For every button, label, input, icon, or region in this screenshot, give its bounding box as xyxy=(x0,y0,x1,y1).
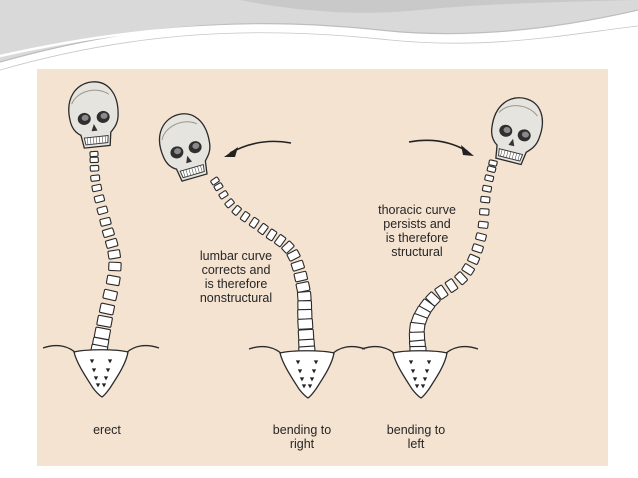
vertebra-icon xyxy=(210,176,220,186)
spine-figure xyxy=(42,81,543,399)
sacrum-icon xyxy=(42,344,160,398)
annotation-thoracic: thoracic curve persists and is therefore… xyxy=(378,203,456,259)
vertebra-icon xyxy=(475,232,487,242)
vertebra-icon xyxy=(91,183,103,193)
slide-header-swoosh xyxy=(0,0,638,71)
spine-bending-left xyxy=(361,97,543,399)
vertebra-icon xyxy=(93,194,106,204)
vertebra-icon xyxy=(96,314,113,328)
vertebra-icon xyxy=(89,150,99,158)
vertebra-icon xyxy=(102,288,118,302)
vertebra-icon xyxy=(213,182,224,192)
vertebra-icon xyxy=(297,318,314,330)
skull-icon xyxy=(158,113,211,182)
vertebra-icon xyxy=(239,211,251,223)
vertebra-icon xyxy=(89,156,99,164)
vertebra-icon xyxy=(479,208,490,216)
vertebra-icon xyxy=(265,228,278,242)
vertebra-icon xyxy=(290,259,305,272)
arrow-right-head-icon xyxy=(461,145,474,156)
arrow-left-icon xyxy=(229,140,292,154)
vertebra-icon xyxy=(248,216,260,229)
vertebra-icon xyxy=(471,243,484,254)
vertebra-icon xyxy=(296,290,312,302)
vertebra-icon xyxy=(297,308,313,320)
vertebra-icon xyxy=(108,261,122,272)
vertebra-icon xyxy=(454,271,468,286)
vertebra-icon xyxy=(107,249,121,260)
vertebra-icon xyxy=(286,249,301,262)
vertebra-icon xyxy=(481,184,493,193)
vertebra-icon xyxy=(90,174,101,182)
vertebra-icon xyxy=(218,190,229,200)
vertebra-icon xyxy=(486,165,497,173)
vertebra-icon xyxy=(274,234,287,248)
sacrum-icon xyxy=(361,345,479,399)
caption-bending-left: bending to left xyxy=(386,423,446,451)
vertebra-icon xyxy=(293,270,309,283)
vertebra-icon xyxy=(434,284,449,300)
vertebra-icon xyxy=(89,164,100,172)
vertebra-icon xyxy=(231,205,242,216)
arrow-left-head-icon xyxy=(224,147,238,157)
vertebra-icon xyxy=(488,159,498,167)
vertebra-icon xyxy=(98,302,116,316)
spine-bending-right xyxy=(158,113,366,399)
vertebra-icon xyxy=(224,198,235,209)
vertebra-icon xyxy=(295,281,311,293)
vertebra-icon xyxy=(281,240,295,254)
vertebra-icon xyxy=(484,174,495,183)
vertebra-icon xyxy=(105,274,121,287)
vertebra-icon xyxy=(96,205,109,216)
arrow-right-icon xyxy=(408,139,468,152)
vertebra-icon xyxy=(444,278,459,293)
annotation-lumbar: lumbar curve corrects and is therefore n… xyxy=(199,249,273,305)
vertebra-icon xyxy=(461,263,475,276)
vertebra-icon xyxy=(101,227,115,239)
vertebra-icon xyxy=(477,220,489,229)
caption-bending-right: bending to right xyxy=(272,423,332,451)
vertebra-icon xyxy=(257,222,269,236)
vertebra-icon xyxy=(104,237,119,249)
skull-icon xyxy=(490,97,543,166)
sacrum-icon xyxy=(248,345,366,399)
vertebra-icon xyxy=(467,253,481,265)
vertebra-icon xyxy=(297,300,313,311)
spine-erect xyxy=(42,81,160,398)
caption-erect: erect xyxy=(93,423,121,437)
skull-icon xyxy=(68,81,119,149)
figure-panel: lumbar curve corrects and is therefore n… xyxy=(37,69,608,466)
vertebra-icon xyxy=(480,195,491,204)
vertebra-icon xyxy=(99,216,112,227)
